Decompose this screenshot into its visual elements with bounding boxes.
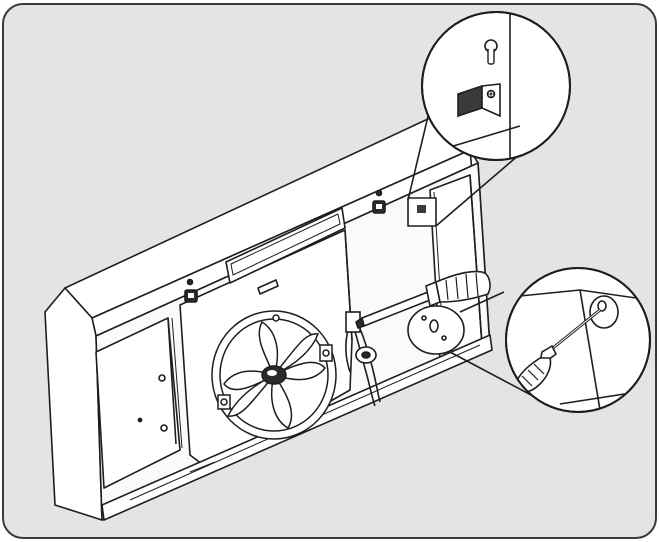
channel-hole-2	[160, 424, 168, 432]
detail-right-edge-1	[519, 289, 581, 297]
keyhole-bracket-detail	[421, 11, 571, 161]
callout-line-top-1	[407, 107, 431, 201]
screwdriver	[355, 270, 491, 329]
fan-blade-6	[226, 374, 275, 417]
detail-bracket-side	[481, 83, 501, 118]
detail-mount-plate	[589, 295, 619, 329]
bracket-screw-left	[186, 278, 194, 286]
detail-source-square	[407, 197, 437, 227]
channel-hole-3	[137, 417, 143, 423]
left-channel-edge-2	[171, 317, 183, 449]
left-channel-edge	[167, 317, 177, 445]
front-vent-inner	[230, 213, 341, 276]
mount-plate-hole	[429, 319, 439, 333]
hood-left-end	[44, 287, 103, 521]
detail-mount-hole	[597, 300, 607, 312]
bracket-screw-right	[375, 189, 383, 197]
fan-blade-1	[258, 320, 279, 378]
front-clip	[257, 279, 279, 295]
channel-hole-1	[158, 374, 166, 382]
right-channel-edge	[469, 174, 483, 346]
blower-fan	[211, 310, 337, 440]
callout-line-right-2	[459, 291, 505, 313]
mount-plate-screw-2	[441, 335, 447, 341]
detail-right-edge-3	[579, 289, 601, 411]
fan-top-screw	[272, 314, 280, 322]
fan-clip-right-screw	[322, 349, 330, 357]
fan-clip-left-screw	[220, 398, 228, 406]
wiring-bundle	[345, 311, 381, 407]
fan-blade-3	[270, 373, 293, 430]
bottom-lip-tab	[189, 461, 216, 473]
left-channel	[95, 317, 181, 489]
screw-mount-detail	[505, 267, 651, 413]
mount-plate-screw-1	[421, 315, 427, 321]
fan-blade-5	[273, 333, 320, 376]
fan-blade-2	[272, 361, 326, 381]
